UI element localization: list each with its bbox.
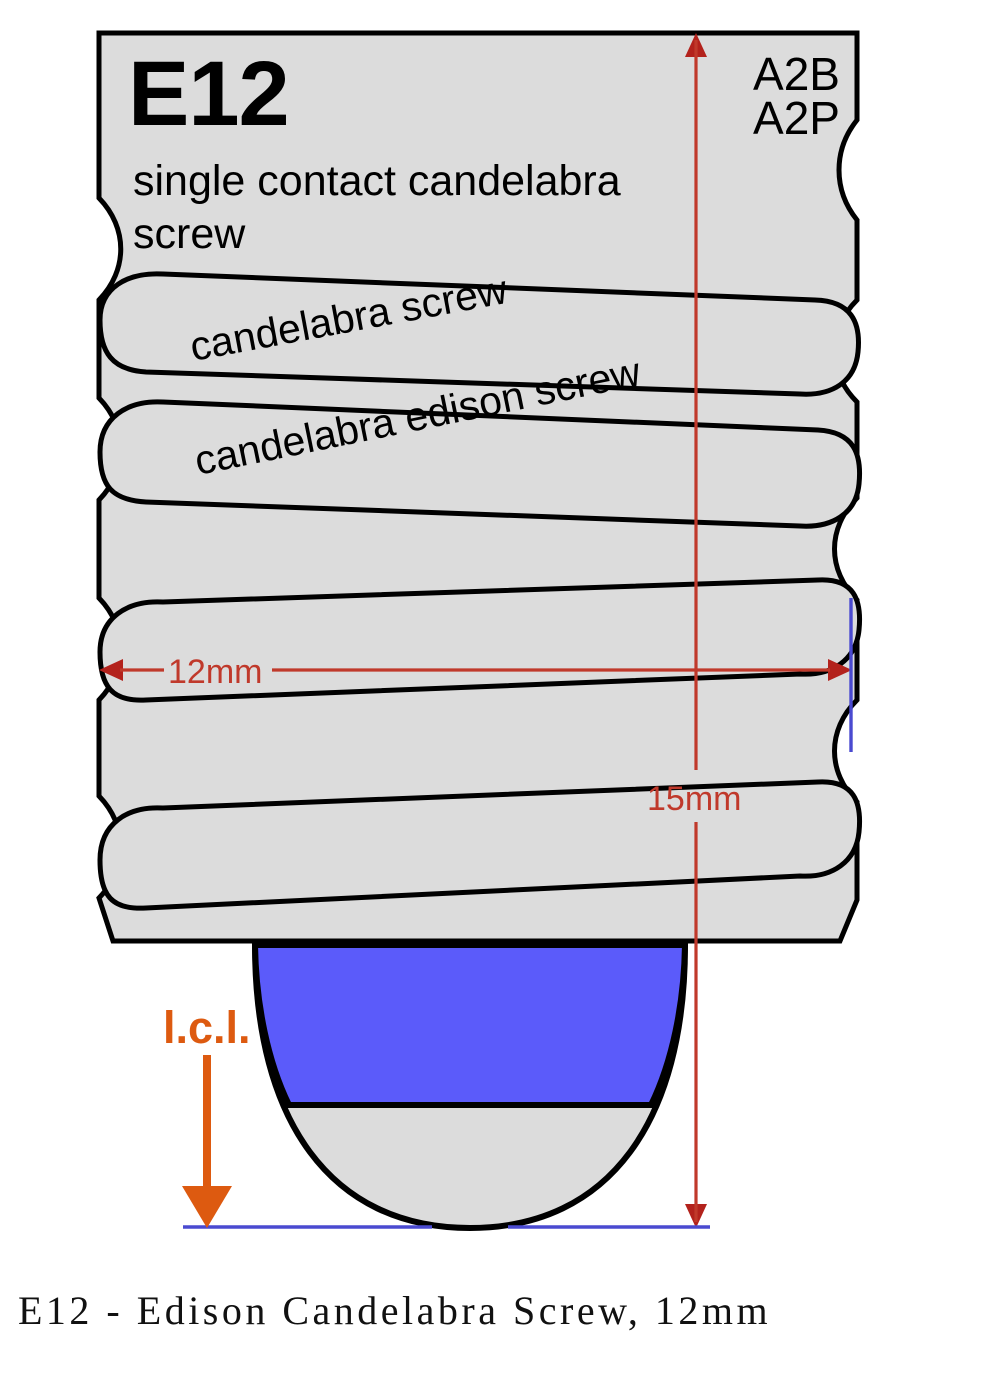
lcl-dimension-group: l.c.l. — [163, 1002, 251, 1228]
diameter-dimension-group: 12mm — [99, 598, 853, 752]
lamp-tip-group — [251, 942, 689, 1232]
thread-band-2 — [97, 399, 863, 529]
lcl-label: l.c.l. — [163, 1002, 251, 1053]
height-dimension-group: 15mm — [647, 33, 741, 1228]
tip-blue-contact — [251, 942, 689, 1108]
ansi-code-a2p: A2P — [753, 92, 840, 144]
ansi-code-a2b: A2B — [753, 48, 840, 100]
figure-caption: E12 - Edison Candelabra Screw, 12mm — [18, 1288, 772, 1333]
subtitle-line-2: screw — [133, 210, 246, 258]
lcl-arrow-head — [182, 1186, 232, 1228]
diameter-label: 12mm — [168, 653, 262, 691]
thread-band-1 — [97, 271, 861, 397]
subtitle-line-1: single contact candelabra — [133, 157, 621, 205]
diameter-arrow-right — [828, 659, 852, 681]
diameter-arrow-left — [99, 659, 123, 681]
thread-band-4 — [97, 779, 863, 911]
height-label: 15mm — [647, 780, 741, 818]
thread-helix-group — [97, 271, 863, 911]
page-title: E12 — [128, 43, 289, 145]
